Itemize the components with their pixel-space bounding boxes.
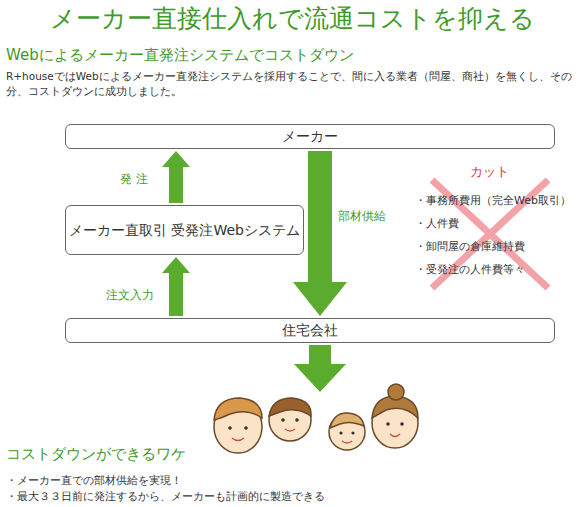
family-illustration <box>214 384 418 453</box>
box-text: メーカー直取引 受発注Webシステム <box>69 221 300 240</box>
process-box: メーカー直取引 受発注Webシステム <box>65 205 304 255</box>
smiles <box>232 429 400 443</box>
process-box: 住宅会社 <box>65 318 555 343</box>
green-arrow <box>294 345 346 392</box>
cut-item: ・事務所費用（完全Web取引） <box>415 193 583 208</box>
cut-item: ・人件費 <box>415 216 583 231</box>
reason-item: ・最大３３日前に発注するから、メーカーも計画的に製造できる <box>6 490 581 504</box>
page-title: メーカー直接仕入れで流通コストを抑える <box>0 4 584 34</box>
intro-text: R+houseではWebによるメーカー直発注システムを採用することで、間に入る業… <box>6 69 578 99</box>
edge-label: 発 注 <box>118 171 150 188</box>
box-text: メーカー <box>282 127 338 146</box>
faces <box>228 418 404 434</box>
box-text: 住宅会社 <box>282 321 338 340</box>
cut-item: ・受発注の人件費等々 <box>415 262 583 277</box>
process-box: メーカー <box>65 124 555 149</box>
section-heading: コストダウンができるワケ <box>6 445 306 464</box>
flow-arrow <box>162 151 190 203</box>
reason-item: ・メーカー直での部材供給を実現！ <box>6 474 581 488</box>
edge-label: 注文入力 <box>104 287 156 304</box>
edge-label: 部材供給 <box>336 208 388 225</box>
cut-item: ・卸問屋の倉庫維持費 <box>415 239 583 254</box>
cut-label: カット <box>470 163 530 181</box>
section-heading: Webによるメーカー直発注システムでコストダウン <box>6 46 581 65</box>
flow-arrow <box>162 257 190 316</box>
